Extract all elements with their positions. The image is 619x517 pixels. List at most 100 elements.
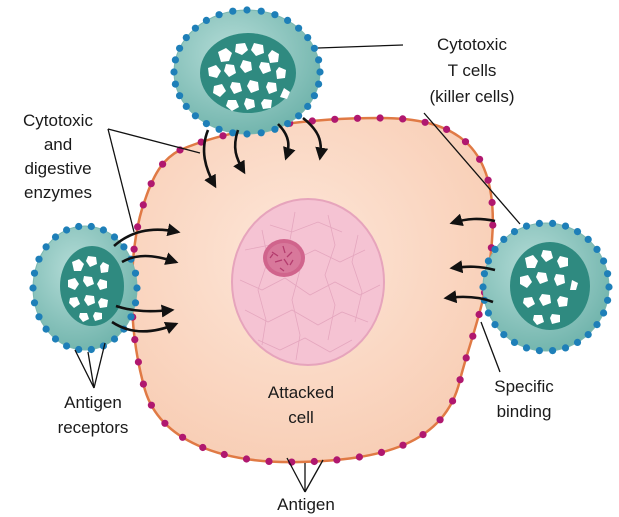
antigen-dot — [419, 431, 426, 438]
antigen-dot — [469, 333, 476, 340]
receptor-dot — [485, 257, 492, 264]
antigen-dot — [159, 161, 166, 168]
receptor-dot — [63, 226, 70, 233]
receptor-dot — [304, 103, 311, 110]
antigen-dot — [131, 336, 138, 343]
label-binding-line2: binding — [497, 402, 552, 421]
antigen-dot — [462, 138, 469, 145]
receptor-dot — [111, 233, 118, 240]
receptor-dot — [574, 228, 581, 235]
receptor-dot — [192, 25, 199, 32]
antigen-dot — [219, 132, 226, 139]
receptor-dot — [549, 220, 556, 227]
antigen-dot — [140, 381, 147, 388]
receptor-dot — [52, 335, 59, 342]
label-enzymes-line4: enzymes — [24, 183, 92, 202]
antigen-dot — [161, 420, 168, 427]
receptor-dot — [604, 297, 611, 304]
antigen-dot — [399, 115, 406, 122]
antigen-dot — [463, 354, 470, 361]
receptor-dot — [311, 92, 318, 99]
antigen-dot — [378, 449, 385, 456]
receptor-dot — [172, 81, 179, 88]
antigen-dot — [140, 201, 147, 208]
antigen-dot — [457, 376, 464, 383]
label-enzymes-line2: and — [44, 135, 72, 154]
antigen-dot — [148, 180, 155, 187]
antigen-dot — [354, 115, 361, 122]
receptor-dot — [192, 112, 199, 119]
receptor-dot — [216, 11, 223, 18]
receptor-dot — [88, 223, 95, 230]
label-attacked-line2: cell — [288, 408, 314, 427]
label-receptors-line1: Antigen — [64, 393, 122, 412]
receptor-dot — [295, 25, 302, 32]
antigen-dot — [489, 199, 496, 206]
label-tcells-line3: (killer cells) — [430, 87, 515, 106]
receptor-dot — [88, 346, 95, 353]
nucleolus — [263, 239, 305, 277]
receptor-dot — [549, 347, 556, 354]
antigen-dot — [179, 434, 186, 441]
antigen-dot — [265, 458, 272, 465]
receptor-dot — [536, 347, 543, 354]
receptor-dot — [203, 17, 210, 24]
antigen-dot — [333, 456, 340, 463]
t-cell-right — [479, 220, 612, 354]
receptor-dot — [574, 339, 581, 346]
antigen-dot — [131, 246, 138, 253]
receptor-dot — [295, 112, 302, 119]
receptor-dot — [316, 68, 323, 75]
receptor-dot — [284, 120, 291, 127]
receptor-dot — [170, 68, 177, 75]
receptor-dot — [523, 223, 530, 230]
t-cell-left — [29, 223, 140, 353]
antigen-dot — [311, 458, 318, 465]
receptor-dot — [216, 126, 223, 133]
receptor-dot — [500, 236, 507, 243]
receptor-dot — [605, 283, 612, 290]
antigen-dot — [243, 455, 250, 462]
receptor-dot — [311, 45, 318, 52]
antigen-dot — [476, 311, 483, 318]
receptor-dot — [523, 344, 530, 351]
receptor-dot — [315, 56, 322, 63]
antigen-dot — [377, 114, 384, 121]
receptor-dot — [203, 120, 210, 127]
receptor-dot — [500, 331, 507, 338]
receptor-dot — [271, 126, 278, 133]
receptor-dot — [304, 34, 311, 41]
receptor-dot — [183, 34, 190, 41]
receptor-dot — [491, 321, 498, 328]
receptor-dot — [271, 11, 278, 18]
antigen-dot — [449, 397, 456, 404]
receptor-dot — [183, 103, 190, 110]
receptor-dot — [176, 45, 183, 52]
receptor-dot — [593, 321, 600, 328]
receptor-dot — [127, 313, 134, 320]
antigen-dot — [489, 222, 496, 229]
antigen-dot — [476, 156, 483, 163]
receptor-dot — [604, 270, 611, 277]
receptor-dot — [593, 246, 600, 253]
antigen-dot — [356, 453, 363, 460]
antigen-dot — [331, 116, 338, 123]
receptor-dot — [43, 326, 50, 333]
receptor-dot — [133, 284, 140, 291]
receptor-dot — [315, 81, 322, 88]
receptor-dot — [600, 309, 607, 316]
receptor-dot — [284, 17, 291, 24]
receptor-dot — [479, 283, 486, 290]
receptor-dot — [481, 270, 488, 277]
label-tcells-line1: Cytotoxic — [437, 35, 507, 54]
label-receptors-line2: receptors — [58, 418, 129, 437]
receptor-dot — [491, 246, 498, 253]
label-enzymes-line1: Cytotoxic — [23, 111, 93, 130]
receptor-dot — [585, 236, 592, 243]
receptor-dot — [100, 226, 107, 233]
receptor-dot — [485, 309, 492, 316]
receptor-dot — [75, 223, 82, 230]
antigen-dot — [443, 126, 450, 133]
receptor-dot — [562, 344, 569, 351]
antigen-dot — [134, 223, 141, 230]
